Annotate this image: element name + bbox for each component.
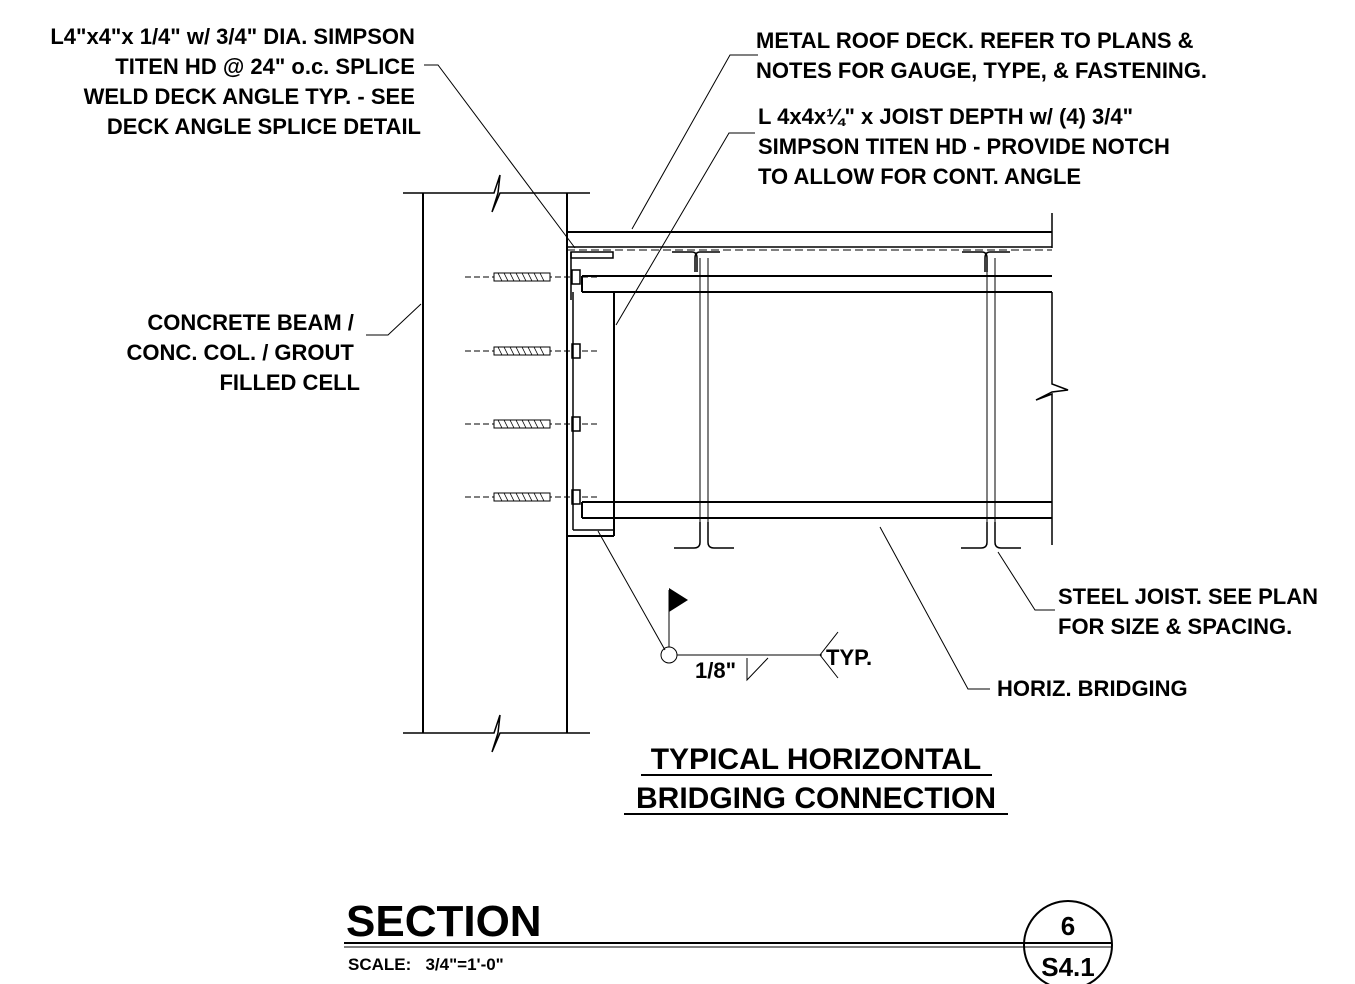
vertical-angle: [567, 292, 615, 537]
leader-roof-deck: [631, 54, 758, 230]
section-bubble: [1023, 900, 1113, 984]
anchor-bolt: [465, 489, 598, 505]
bottom-break-line: [403, 714, 590, 753]
anchor-bolt: [465, 416, 598, 432]
note-concrete: CONCRETE BEAM / CONC. COL. / GROUT FILLE…: [127, 310, 360, 395]
anchor-bolt: [465, 343, 598, 359]
right-break-line: [1035, 292, 1069, 545]
anchor-bolt: [465, 269, 598, 285]
note-steel-joist: STEEL JOIST. SEE PLAN FOR SIZE & SPACING…: [1058, 584, 1324, 639]
sheet-number: S4.1: [1041, 952, 1095, 982]
continuous-top-angle: [581, 275, 1052, 293]
joist-bottom-chords: [674, 522, 1021, 549]
leader-joist-angle: [615, 132, 755, 326]
note-deck-angle: L4"x4"x 1/4" w/ 3/4" DIA. SIMPSON TITEN …: [50, 24, 421, 139]
leader-deck-angle: [424, 64, 576, 249]
weld-size-label: 1/8": [695, 658, 736, 683]
metal-roof-deck: [567, 213, 1053, 300]
note-joist-angle: L 4x4x¼" x JOIST DEPTH w/ (4) 3/4" SIMPS…: [758, 104, 1176, 189]
joist-top-chords: [672, 251, 1010, 272]
weld-typ-label: TYP.: [826, 645, 872, 670]
leader-horiz-bridging: [879, 526, 990, 690]
note-roof-deck: METAL ROOF DECK. REFER TO PLANS & NOTES …: [756, 28, 1207, 83]
joist-webs: [699, 258, 996, 545]
weld-symbol: [597, 530, 839, 682]
concrete-wall: [403, 174, 590, 753]
detail-title-line-1: TYPICAL HORIZONTAL: [651, 743, 982, 776]
leader-lines: [366, 54, 1055, 690]
top-break-line: [403, 174, 590, 213]
note-horiz-bridging: HORIZ. BRIDGING: [997, 676, 1188, 701]
fillet-weld-symbol: [746, 657, 769, 682]
weld-tail: [819, 631, 839, 679]
leader-concrete: [366, 303, 422, 336]
field-weld-flag: [669, 588, 688, 612]
detail-title: TYPICAL HORIZONTAL BRIDGING CONNECTION: [624, 743, 1008, 815]
horizontal-bridging-angle: [581, 501, 1052, 519]
detail-number: 6: [1061, 911, 1075, 941]
leader-steel-joist: [997, 551, 1055, 611]
section-title-block: SECTION SCALE: 3/4"=1'-0" 6 S4.1: [344, 897, 1113, 984]
anchor-bolts: [465, 269, 598, 505]
section-title: SECTION: [346, 897, 542, 946]
detail-title-line-2: BRIDGING CONNECTION: [636, 782, 996, 815]
deck-angle: [570, 251, 614, 259]
section-scale: SCALE: 3/4"=1'-0": [348, 955, 504, 974]
